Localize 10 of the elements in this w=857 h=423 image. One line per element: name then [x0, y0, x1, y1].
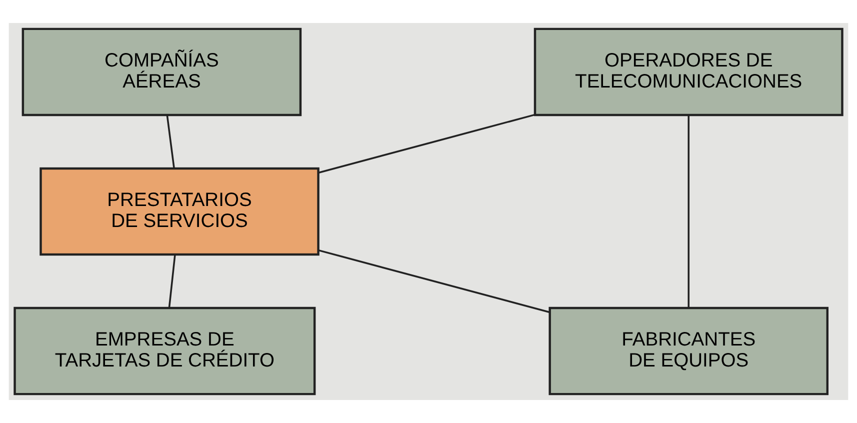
- node-box: EMPRESAS DE TARJETAS DE CRÉDITO: [14, 306, 316, 396]
- node-box: OPERADORES DE TELECOMUNICACIONES: [534, 28, 844, 116]
- connector: [166, 115, 175, 168]
- node-box: FABRICANTES DE EQUIPOS: [548, 306, 828, 396]
- connector: [168, 254, 176, 308]
- node-box: PRESTATARIOS DE SERVICIOS: [40, 167, 320, 256]
- connector: [318, 114, 535, 174]
- node-box: COMPAÑÍAS AÉREAS: [22, 28, 302, 116]
- connector: [318, 249, 550, 314]
- connector: [688, 115, 690, 308]
